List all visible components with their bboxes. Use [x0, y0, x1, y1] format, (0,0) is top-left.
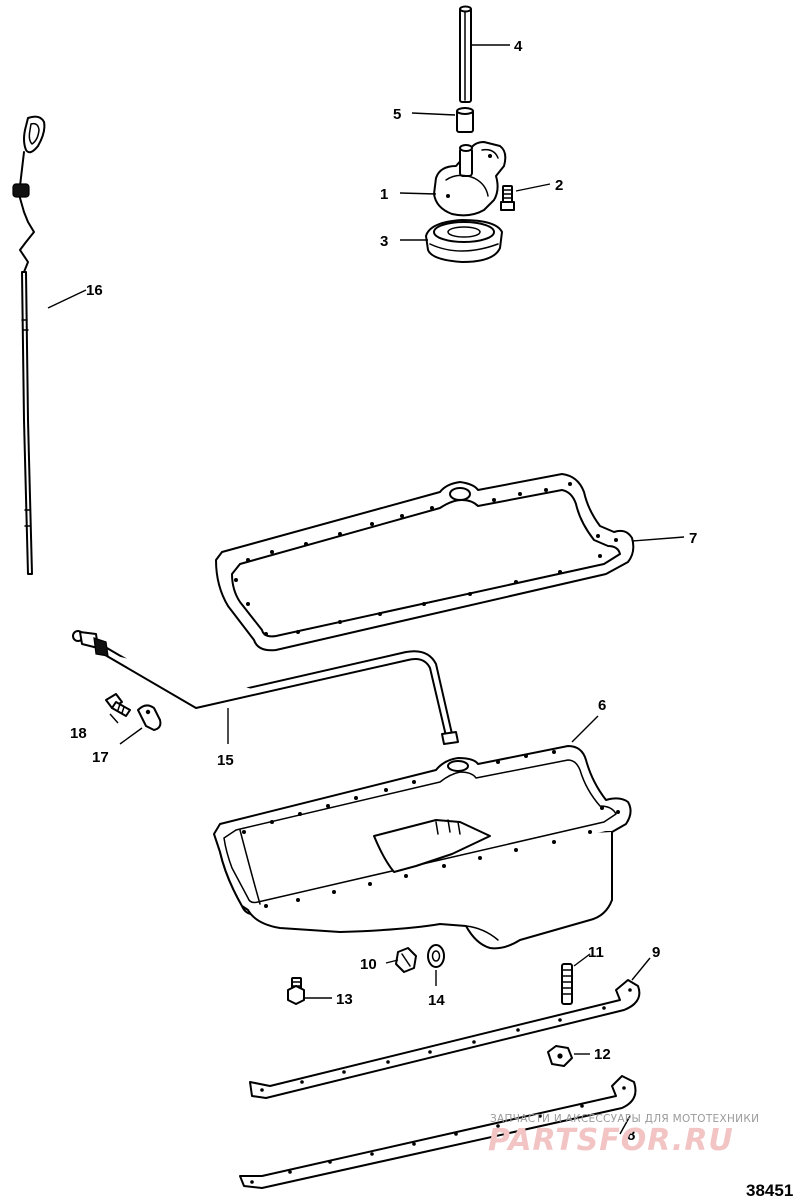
part-tube-bolt[interactable]: [105, 693, 131, 717]
callout-labels: 4 5 1 2 3 16 7 6 18 17 15 10 14 13 11 9 …: [70, 38, 697, 1144]
part-pickup-screen[interactable]: [425, 219, 503, 263]
part-shaft[interactable]: [459, 5, 472, 103]
callout-4: 4: [514, 38, 523, 55]
callout-16: 16: [86, 282, 103, 299]
side-gasket-lower-holes: [250, 1086, 626, 1184]
callout-8: 8: [627, 1127, 635, 1144]
oil-pan-holes: [242, 750, 620, 908]
callout-7: 7: [689, 530, 697, 547]
callout-6: 6: [598, 697, 606, 714]
part-tube-bracket[interactable]: [137, 704, 162, 731]
part-pan-stud[interactable]: [561, 963, 573, 1005]
part-upper-gasket[interactable]: [215, 473, 635, 652]
callout-13: 13: [336, 991, 353, 1008]
dipstick-tube-end: [72, 630, 109, 657]
callout-10: 10: [360, 956, 377, 973]
side-gasket-upper-holes: [260, 988, 632, 1092]
part-side-gasket-upper[interactable]: [249, 979, 641, 1099]
leader-lines: [47, 44, 685, 1135]
callout-17: 17: [92, 749, 109, 766]
watermark-logo: ЗАПЧАСТИ И АКСЕССУАРЫ ДЛЯ МОТОТЕХНИКИ PA…: [488, 1113, 759, 1158]
part-pump-bolt[interactable]: [500, 185, 515, 211]
callout-9: 9: [652, 944, 660, 961]
part-dipstick-tube[interactable]: [72, 630, 459, 745]
part-oil-pump[interactable]: [433, 141, 507, 217]
callout-3: 3: [380, 233, 388, 250]
callout-12: 12: [594, 1046, 611, 1063]
part-dipstick[interactable]: [12, 115, 46, 575]
part-drain-washer[interactable]: [427, 944, 445, 968]
upper-gasket-holes: [234, 482, 618, 636]
figure-number: 38451: [746, 1181, 793, 1200]
callout-2: 2: [555, 177, 563, 194]
part-bushing[interactable]: [456, 107, 474, 133]
watermark-tagline: ЗАПЧАСТИ И АКСЕССУАРЫ ДЛЯ МОТОТЕХНИКИ: [490, 1113, 759, 1125]
callout-15: 15: [217, 752, 234, 769]
part-stud-nut[interactable]: [547, 1045, 573, 1067]
part-side-gasket-lower[interactable]: [239, 1075, 637, 1189]
callout-5: 5: [393, 106, 401, 123]
callout-11: 11: [588, 944, 604, 961]
callout-14: 14: [428, 992, 445, 1009]
part-pan-bolt[interactable]: [287, 977, 305, 1005]
part-drain-plug[interactable]: [395, 947, 417, 973]
watermark-brand: PARTSFOR.RU: [488, 1123, 734, 1158]
part-oil-pan[interactable]: [213, 745, 632, 950]
callout-18: 18: [70, 725, 87, 742]
callout-1: 1: [380, 186, 388, 203]
